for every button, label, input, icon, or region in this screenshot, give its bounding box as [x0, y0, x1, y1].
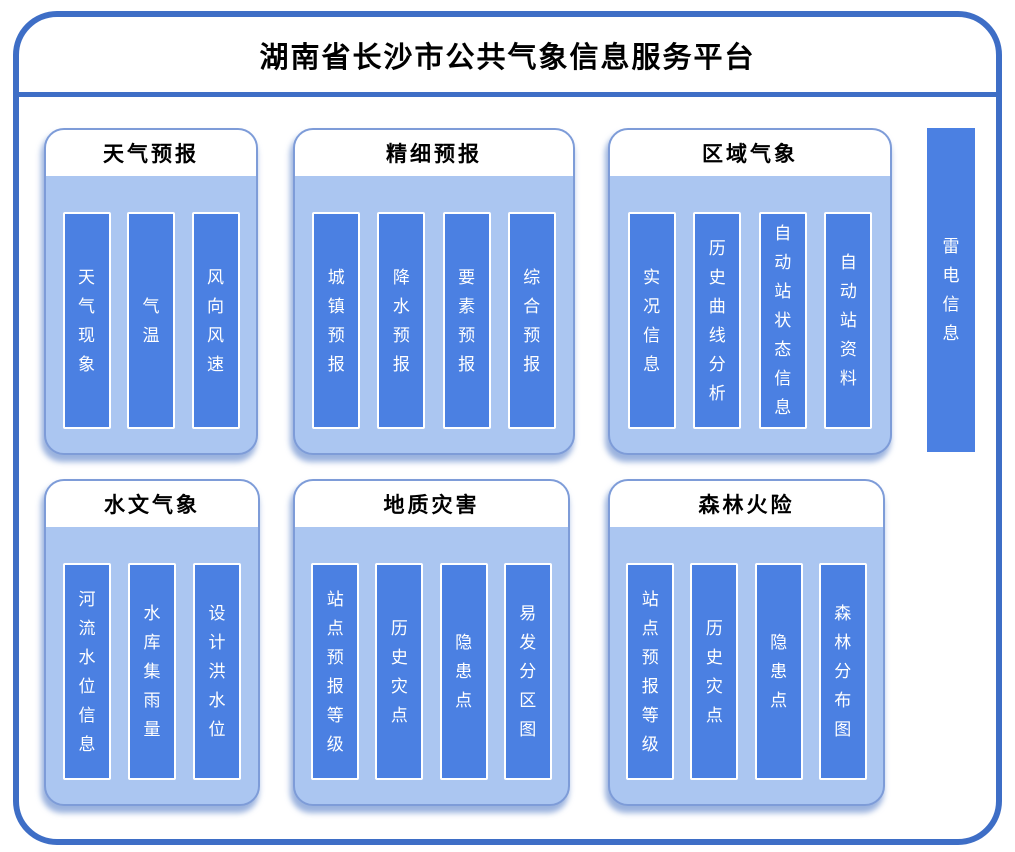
- item-bar-river-water-level: 河流水位信息: [63, 563, 111, 780]
- item-bar-hidden-danger-points: 隐患点: [439, 563, 488, 780]
- item-bar-label: 气温: [142, 296, 160, 345]
- item-bar-element-forecast: 要素预报: [442, 212, 491, 429]
- item-bar-auto-station-data: 自动站资料: [824, 212, 873, 429]
- panel-regional-meteorology: 区域气象 实况信息 历史曲线分析 自动站状态信息 自动站资料: [608, 128, 892, 455]
- item-bar-historical-disaster-points: 历史灾点: [375, 563, 424, 780]
- panel-geological-disaster-header: 地质灾害: [295, 481, 568, 527]
- item-bar-historical-disaster-points: 历史灾点: [690, 563, 739, 780]
- panel-hydrological-meteorology-body: 河流水位信息 水库集雨量 设计洪水位: [46, 527, 258, 780]
- item-bar-label: 实况信息: [643, 267, 661, 374]
- item-bar-label: 站点预报等级: [641, 589, 659, 754]
- item-bar-label: 天气现象: [78, 267, 95, 374]
- item-bar-label: 降水预报: [392, 267, 410, 374]
- item-bar-label: 历史灾点: [390, 618, 408, 725]
- panel-title: 天气预报: [103, 143, 199, 166]
- panel-title: 水文气象: [104, 494, 200, 517]
- panel-hydrological-meteorology: 水文气象 河流水位信息 水库集雨量 设计洪水位: [44, 479, 260, 806]
- item-bar-susceptibility-zoning-map: 易发分区图: [503, 563, 552, 780]
- panel-weather-forecast-header: 天气预报: [46, 130, 256, 176]
- panel-forest-fire-risk: 森林火险 站点预报等级 历史灾点 隐患点 森林分布图: [608, 479, 885, 806]
- item-bar-design-flood-level: 设计洪水位: [193, 563, 241, 780]
- page-title: 湖南省长沙市公共气象信息服务平台: [259, 41, 756, 74]
- panel-hydrological-meteorology-header: 水文气象: [46, 481, 258, 527]
- item-bar-label: 设计洪水位: [208, 604, 226, 739]
- lightning-info-bar: 雷电信息: [927, 128, 975, 452]
- item-bar-auto-station-status: 自动站状态信息: [758, 212, 807, 429]
- item-bar-label: 隐患点: [770, 633, 788, 710]
- item-bar-history-curve-analysis: 历史曲线分析: [693, 212, 742, 429]
- item-bar-forest-distribution-map: 森林分布图: [818, 563, 867, 780]
- item-bar-precipitation-forecast: 降水预报: [377, 212, 426, 429]
- panel-title: 区域气象: [702, 143, 798, 166]
- item-bar-label: 风向风速: [207, 267, 224, 374]
- item-bar-weather-phenomena: 天气现象: [62, 212, 111, 429]
- item-bar-temperature: 气温: [127, 212, 175, 429]
- item-bar-label: 易发分区图: [519, 604, 537, 739]
- item-bar-label: 隐患点: [455, 633, 473, 710]
- lightning-info-label: 雷电信息: [942, 237, 960, 343]
- item-bar-label: 历史曲线分析: [708, 238, 726, 403]
- item-bar-live-info: 实况信息: [627, 212, 676, 429]
- item-bar-town-forecast: 城镇预报: [312, 212, 361, 429]
- item-bar-label: 站点预报等级: [326, 589, 344, 754]
- item-bar-label: 森林分布图: [834, 604, 852, 739]
- item-bar-label: 要素预报: [458, 267, 476, 374]
- item-bar-label: 水库集雨量: [143, 604, 161, 739]
- item-bar-comprehensive-forecast: 综合预报: [507, 212, 556, 429]
- panel-weather-forecast-body: 天气现象 气温 风向风速: [46, 176, 256, 429]
- panel-weather-forecast: 天气预报 天气现象 气温 风向风速: [44, 128, 258, 455]
- panel-geological-disaster: 地质灾害 站点预报等级 历史灾点 隐患点 易发分区图: [293, 479, 570, 806]
- panel-fine-forecast-body: 城镇预报 降水预报 要素预报 综合预报: [295, 176, 573, 429]
- item-bar-station-forecast-level: 站点预报等级: [311, 563, 360, 780]
- panel-forest-fire-risk-body: 站点预报等级 历史灾点 隐患点 森林分布图: [610, 527, 883, 780]
- item-bar-label: 城镇预报: [327, 267, 345, 374]
- item-bar-label: 河流水位信息: [78, 589, 96, 754]
- panel-title: 精细预报: [386, 143, 482, 166]
- panel-title: 森林火险: [698, 494, 795, 517]
- item-bar-wind-direction-speed: 风向风速: [191, 212, 240, 429]
- item-bar-label: 历史灾点: [705, 618, 723, 725]
- panel-regional-meteorology-header: 区域气象: [610, 130, 890, 176]
- item-bar-hidden-danger-points: 隐患点: [754, 563, 803, 780]
- item-bar-label: 综合预报: [523, 267, 541, 374]
- panel-forest-fire-risk-header: 森林火险: [610, 481, 883, 527]
- item-bar-label: 自动站状态信息: [774, 224, 792, 417]
- panel-regional-meteorology-body: 实况信息 历史曲线分析 自动站状态信息 自动站资料: [610, 176, 890, 429]
- panel-geological-disaster-body: 站点预报等级 历史灾点 隐患点 易发分区图: [295, 527, 568, 780]
- panel-fine-forecast: 精细预报 城镇预报 降水预报 要素预报 综合预报: [293, 128, 575, 455]
- item-bar-station-forecast-level: 站点预报等级: [626, 563, 675, 780]
- panel-title: 地质灾害: [383, 494, 480, 517]
- panel-fine-forecast-header: 精细预报: [295, 130, 573, 176]
- item-bar-label: 自动站资料: [839, 253, 857, 388]
- item-bar-reservoir-rainfall: 水库集雨量: [128, 563, 176, 780]
- title-bar: 湖南省长沙市公共气象信息服务平台: [19, 17, 996, 97]
